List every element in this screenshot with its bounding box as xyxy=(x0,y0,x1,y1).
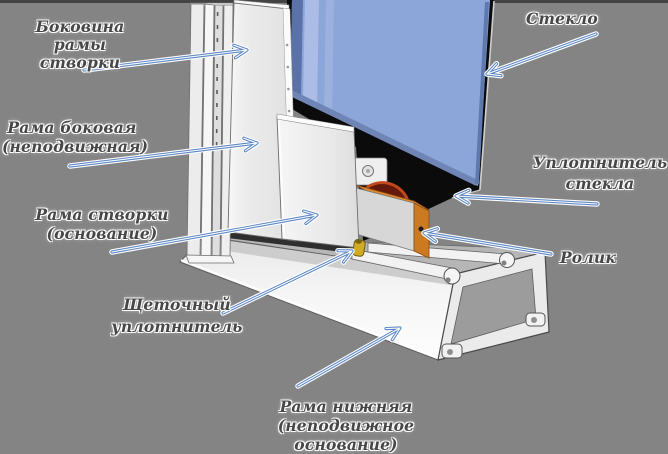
bottom-rail xyxy=(179,235,550,361)
arrow-glass-seal xyxy=(453,187,600,207)
arrow-roller xyxy=(421,226,554,257)
profile-bottom-cap xyxy=(185,254,235,264)
arrow-sash-frame-base xyxy=(109,208,320,255)
screw-slot-dashes xyxy=(215,12,219,146)
arrow-bottom-frame xyxy=(295,325,403,389)
front-track-rail xyxy=(351,248,461,285)
fixed-side-frame-profile xyxy=(185,2,235,264)
bottom-rail-cross-section xyxy=(437,251,550,361)
sash-shadow-slot xyxy=(211,230,359,254)
roller-bracket-clip xyxy=(348,157,388,186)
brush-seal-piece xyxy=(352,238,366,257)
axle-hole xyxy=(418,226,424,232)
annotation-arrows xyxy=(67,31,600,389)
rear-track-rail xyxy=(367,242,515,268)
glass-pane xyxy=(289,0,490,186)
arrow-brush-seal xyxy=(220,247,355,316)
arrow-sash-frame-side xyxy=(81,42,250,73)
arrow-glass xyxy=(484,31,599,79)
sash-base-panel xyxy=(276,113,360,249)
panel-top-lip xyxy=(276,113,355,133)
arrow-side-frame-fixed xyxy=(67,135,260,169)
roller-assembly xyxy=(355,181,430,259)
